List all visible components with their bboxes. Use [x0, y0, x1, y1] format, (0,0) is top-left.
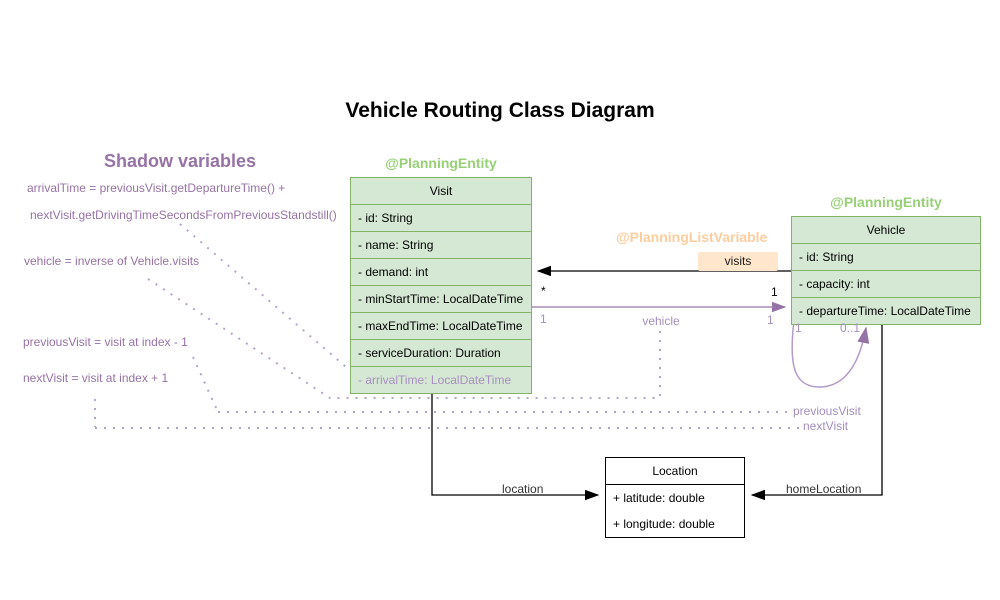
- visit-attribute: - id: String: [351, 204, 531, 231]
- shadow-line-arrivaltime-1: arrivalTime = previousVisit.getDeparture…: [27, 181, 286, 195]
- previous-visit-label: previousVisit: [793, 404, 861, 418]
- vehicle-class-box: Vehicle - id: String - capacity: int - d…: [791, 216, 981, 325]
- vehicle-multiplicity-vehicle: 1: [767, 313, 774, 327]
- vehicle-attribute: - id: String: [792, 243, 980, 270]
- visit-stereotype: @PlanningEntity: [385, 155, 497, 171]
- location-class-name: Location: [652, 464, 698, 478]
- visit-attribute: - maxEndTime: LocalDateTime: [351, 312, 531, 339]
- visits-multiplicity-vehicle: 1: [771, 285, 778, 299]
- vehicle-attribute: - capacity: int: [792, 270, 980, 297]
- self-loop-line: [791, 320, 870, 388]
- loop-multiplicity-target: 0..1: [840, 321, 861, 335]
- shadow-line-previousvisit: previousVisit = visit at index - 1: [23, 335, 188, 349]
- dotted-arrivaltime-link: [179, 223, 347, 368]
- location-class-box: Location + latitude: double + longitude:…: [605, 457, 745, 538]
- location-attribute: + longitude: double: [613, 517, 715, 531]
- visit-class-box: Visit - id: String - name: String - dema…: [350, 177, 532, 394]
- planning-list-variable-stereotype: @PlanningListVariable: [616, 229, 768, 245]
- vehicle-stereotype: @PlanningEntity: [830, 194, 942, 210]
- home-location-association-label: homeLocation: [786, 482, 862, 496]
- shadow-line-nextvisit: nextVisit = visit at index + 1: [23, 371, 169, 385]
- visit-attribute: - demand: int: [351, 258, 531, 285]
- diagram-title: Vehicle Routing Class Diagram: [345, 99, 655, 122]
- vehicle-multiplicity-visit: 1: [540, 312, 547, 326]
- vehicle-attribute: - departureTime: LocalDateTime: [792, 297, 980, 324]
- visit-attribute: - name: String: [351, 231, 531, 258]
- vehicle-class-name: Vehicle: [866, 223, 906, 237]
- visit-attribute: - serviceDuration: Duration: [351, 339, 531, 366]
- location-association-line: [431, 385, 600, 501]
- shadow-line-arrivaltime-2: nextVisit.getDrivingTimeSecondsFromPrevi…: [30, 208, 337, 222]
- dotted-previousvisit-link-diagonal: [192, 356, 218, 411]
- next-visit-label: nextVisit: [803, 419, 849, 433]
- vehicle-association-label: vehicle: [642, 314, 680, 328]
- shadow-variables-heading: Shadow variables: [103, 151, 257, 171]
- loop-multiplicity-source: 1: [795, 321, 802, 335]
- location-attribute: + latitude: double: [613, 491, 705, 505]
- shadow-line-vehicle: vehicle = inverse of Vehicle.visits: [24, 254, 200, 268]
- visit-class-name: Visit: [429, 184, 453, 198]
- home-location-association-line: [750, 320, 883, 501]
- visits-multiplicity-visit: *: [541, 284, 546, 298]
- location-association-label: location: [502, 482, 544, 496]
- visits-label-badge: visits: [698, 252, 778, 271]
- dotted-vehicle-link: [147, 278, 660, 399]
- visit-shadow-attribute: - arrivalTime: LocalDateTime: [351, 366, 531, 393]
- visit-attribute: - minStartTime: LocalDateTime: [351, 285, 531, 312]
